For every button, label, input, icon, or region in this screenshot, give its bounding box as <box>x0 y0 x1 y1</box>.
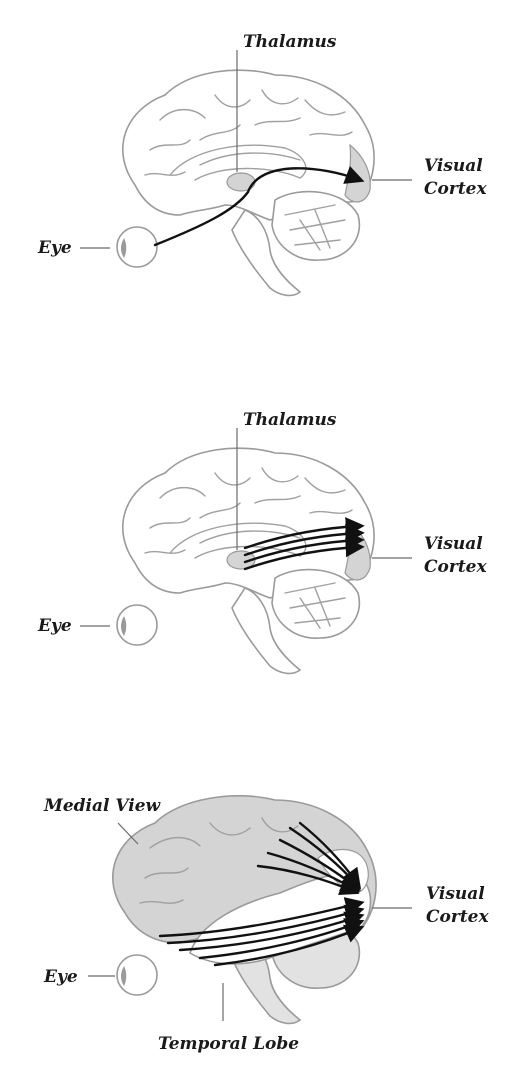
optic-radiation-bundle <box>243 517 365 571</box>
optic-pathway-arrow <box>153 165 365 247</box>
thalamus-label: Thalamus <box>243 410 337 430</box>
visual-cortex-label-line2: Cortex <box>424 179 487 199</box>
eye-drawing <box>116 226 158 268</box>
ventral-pathway-bundle <box>158 897 365 967</box>
thalamus-label: Thalamus <box>243 32 337 52</box>
visual-cortex-label-line1: Visual <box>424 156 483 176</box>
eye-drawing <box>116 954 158 996</box>
visual-cortex-label-line2: Cortex <box>426 907 489 927</box>
temporal-lobe-label: Temporal Lobe <box>158 1034 299 1054</box>
dorsal-pathway-bundle <box>256 821 362 895</box>
panel-2: Thalamus Visual Cortex Eye <box>37 410 487 675</box>
eye-label: Eye <box>37 238 72 258</box>
panel-1: Thalamus Visual Cortex Eye <box>37 32 487 297</box>
eye-label: Eye <box>37 616 72 636</box>
brain-drawing <box>121 69 375 297</box>
medial-view-leader <box>117 822 139 845</box>
eye-label: Eye <box>43 967 78 987</box>
temporal-lobe-overlay <box>189 873 372 965</box>
visual-cortex-label-line1: Visual <box>426 884 485 904</box>
visual-cortex-label-line2: Cortex <box>424 557 487 577</box>
visual-cortex-label-line1: Visual <box>424 534 483 554</box>
medial-view-label: Medial View <box>43 796 162 816</box>
panel-3: Medial View Visual Cortex Eye Temporal L… <box>43 795 489 1054</box>
eye-drawing <box>116 604 158 646</box>
